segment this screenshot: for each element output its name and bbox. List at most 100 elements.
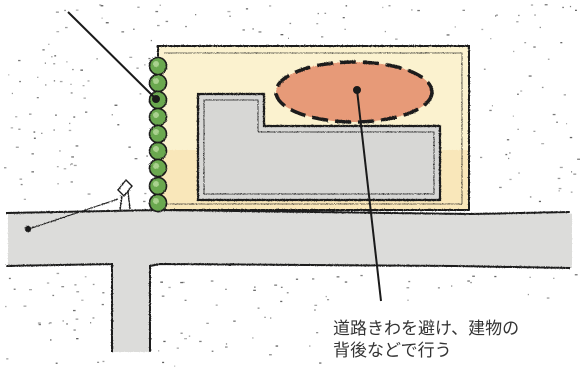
stipple-dot	[274, 284, 278, 286]
stipple-dot	[83, 97, 86, 99]
stipple-dot	[257, 307, 260, 309]
stipple-dot	[55, 11, 59, 13]
stipple-dot	[105, 22, 109, 24]
stipple-dot	[41, 132, 43, 134]
stipple-dot	[544, 4, 548, 6]
building-footprint	[196, 92, 442, 202]
stipple-dot	[31, 153, 34, 155]
stipple-dot	[18, 128, 21, 130]
stipple-dot	[384, 30, 386, 33]
burn-area-dashed-outline	[274, 60, 434, 124]
stipple-dot	[68, 129, 72, 132]
stipple-dot	[133, 28, 135, 30]
stipple-dot	[66, 61, 68, 63]
stipple-dot	[49, 322, 52, 324]
stipple-dot	[253, 289, 256, 291]
stipple-dot	[227, 10, 231, 13]
stipple-dot	[57, 183, 59, 185]
stipple-dot	[509, 152, 511, 154]
stipple-dot	[516, 21, 519, 23]
stipple-dot	[316, 23, 319, 25]
burn-area-leader-dot	[353, 86, 361, 94]
stipple-dot	[136, 67, 139, 69]
stipple-dot	[309, 345, 311, 347]
stipple-dot	[546, 297, 550, 299]
stipple-dot	[538, 200, 541, 203]
stipple-dot	[87, 193, 91, 195]
stipple-dot	[46, 282, 50, 284]
stipple-dot	[55, 114, 57, 116]
stipple-dot	[20, 183, 23, 186]
stipple-dot	[121, 31, 125, 33]
stipple-dot	[53, 80, 56, 82]
stipple-dot	[470, 281, 472, 284]
stipple-dot	[92, 283, 95, 286]
stipple-dot	[417, 9, 420, 12]
building-inner-line	[203, 99, 435, 195]
stipple-dot	[319, 362, 322, 364]
stipple-dot	[563, 94, 566, 96]
stipple-dot	[76, 291, 80, 293]
stipple-dot	[56, 166, 59, 168]
stipple-dot	[139, 93, 142, 95]
stipple-dot	[134, 158, 138, 160]
stipple-dot	[66, 323, 68, 325]
gate-hinge-dot	[24, 225, 32, 233]
stipple-dot	[59, 80, 63, 83]
stipple-dot	[344, 28, 346, 30]
stipple-dot	[518, 14, 520, 17]
hedge	[148, 56, 168, 213]
stipple-dot	[489, 109, 492, 112]
stipple-dot	[508, 157, 510, 160]
stipple-dot	[316, 332, 319, 334]
stipple-dot	[76, 338, 79, 340]
hedge-shrub-highlight	[153, 198, 159, 204]
stipple-dot	[407, 299, 409, 301]
stipple-dot	[513, 50, 515, 53]
gate	[24, 178, 133, 233]
stipple-dot	[143, 200, 146, 203]
stipple-dot	[344, 281, 348, 283]
stipple-dot	[33, 137, 36, 139]
stipple-dot	[533, 46, 536, 48]
stipple-dot	[70, 163, 73, 165]
stipple-dot	[111, 114, 113, 116]
stipple-dot	[254, 286, 256, 288]
stipple-dot	[117, 124, 120, 126]
stipple-dot	[342, 17, 345, 19]
stipple-dot	[59, 150, 61, 152]
stipple-dot	[571, 171, 573, 173]
caption-line-2: 背後などで行う	[333, 341, 452, 361]
stipple-dot	[252, 337, 254, 339]
stipple-dot	[51, 56, 53, 58]
stipple-dot	[73, 309, 76, 312]
stipple-dot	[37, 322, 41, 324]
stipple-dot	[406, 287, 410, 289]
stipple-dot	[42, 49, 45, 51]
stipple-dot	[176, 347, 179, 349]
stipple-dot	[102, 292, 105, 294]
stipple-dot	[270, 317, 272, 319]
stipple-dot	[75, 318, 79, 320]
road-edge-top	[5, 208, 571, 216]
stipple-dot	[52, 294, 55, 297]
stipple-dot	[559, 166, 563, 169]
stipple-dot	[61, 286, 65, 288]
road	[5, 208, 572, 352]
stipple-dot	[11, 92, 13, 95]
stipple-dot	[382, 6, 384, 9]
stipple-dot	[71, 156, 74, 158]
stipple-dot	[211, 350, 214, 352]
stipple-dot	[242, 29, 245, 31]
stipple-dot	[505, 153, 508, 156]
stipple-dot	[481, 28, 484, 31]
stipple-dot	[312, 278, 315, 280]
stipple-dot	[29, 289, 32, 291]
stipple-dot	[269, 354, 272, 356]
stipple-dot	[73, 329, 76, 331]
burn-area-leader-line	[356, 89, 382, 302]
stipple-dot	[321, 36, 324, 38]
stipple-dot	[80, 69, 83, 71]
stipple-dot	[547, 58, 550, 60]
stipple-dot	[50, 339, 52, 341]
